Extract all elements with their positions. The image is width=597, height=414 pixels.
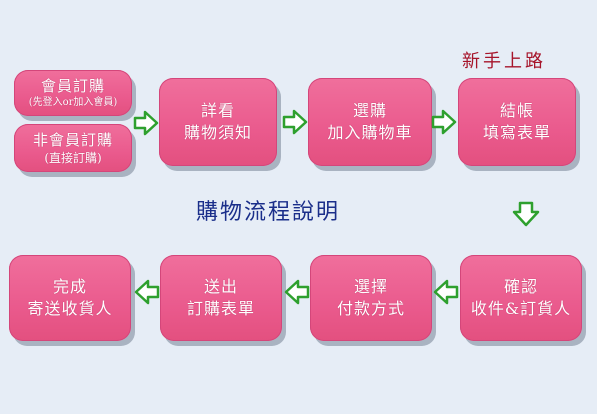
- step-guest-order-title: 非會員訂購: [32, 131, 113, 149]
- step-member-order-title: 會員訂購: [40, 76, 105, 95]
- step-done-ship-detail: 寄送收貨人: [27, 299, 113, 318]
- step-select-cart-title: 選購: [352, 101, 387, 120]
- step-payment-method-detail: 付款方式: [336, 299, 405, 318]
- diagram-title: 購物流程說明: [196, 200, 341, 225]
- step-payment-method-title: 選擇: [353, 277, 388, 296]
- step-submit-order[interactable]: 送出 訂購表單: [160, 255, 282, 341]
- step-checkout-form-title: 結帳: [499, 101, 534, 120]
- step-checkout-form-detail: 填寫表單: [482, 123, 551, 142]
- step-checkout-form[interactable]: 結帳 填寫表單: [458, 78, 576, 166]
- step-done-ship[interactable]: 完成 寄送收貨人: [9, 255, 131, 341]
- arrow-left-icon: [134, 279, 160, 305]
- arrow-left-icon: [284, 279, 310, 305]
- step-confirm-recipient-detail: 收件&訂貨人: [470, 299, 572, 318]
- arrow-left-icon: [433, 279, 459, 305]
- step-select-cart-detail: 加入購物車: [327, 123, 413, 142]
- step-guest-order[interactable]: 非會員訂購 (直接訂購): [14, 124, 132, 172]
- arrow-right-icon: [133, 110, 159, 136]
- corner-title: 新手上路: [462, 51, 546, 72]
- step-confirm-recipient[interactable]: 確認 收件&訂貨人: [460, 255, 582, 341]
- step-read-notice-detail: 購物須知: [183, 123, 252, 142]
- step-select-cart[interactable]: 選購 加入購物車: [308, 78, 432, 166]
- arrow-right-icon: [282, 109, 308, 135]
- step-guest-order-note: (直接訂購): [44, 151, 102, 165]
- step-read-notice-title: 詳看: [200, 101, 235, 120]
- step-payment-method[interactable]: 選擇 付款方式: [310, 255, 432, 341]
- arrow-down-icon: [512, 201, 540, 227]
- step-done-ship-title: 完成: [52, 277, 87, 296]
- step-submit-order-detail: 訂購表單: [186, 299, 255, 318]
- arrow-right-icon: [431, 109, 457, 135]
- step-member-order-note: (先登入or加入會員): [28, 96, 118, 108]
- step-submit-order-title: 送出: [203, 277, 238, 296]
- step-member-order[interactable]: 會員訂購 (先登入or加入會員): [14, 70, 132, 116]
- step-read-notice[interactable]: 詳看 購物須知: [159, 78, 277, 166]
- step-confirm-recipient-title: 確認: [503, 277, 538, 296]
